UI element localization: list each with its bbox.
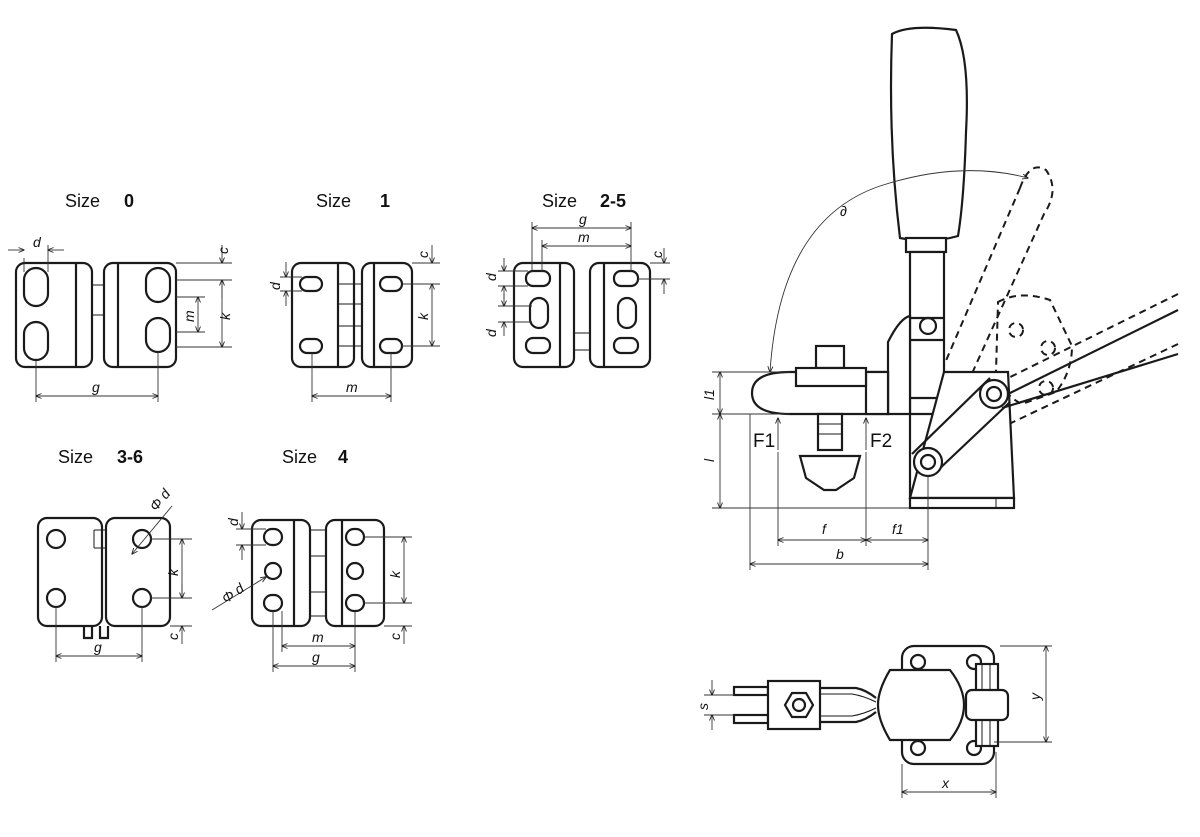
size-label-word: Size — [316, 191, 351, 211]
dim-g: g — [579, 211, 587, 227]
dim-f: f — [822, 521, 828, 537]
size-label-word: Size — [282, 447, 317, 467]
dim-l1: l1 — [701, 389, 717, 400]
dim-l: l — [701, 458, 717, 462]
dim-k: k — [165, 568, 181, 576]
clamp-side-view: F1 F2 ∂ l1 l f f1 b — [701, 26, 1179, 570]
base-plate-size-1: Size 1 d c k m — [267, 191, 440, 402]
dim-d: d — [267, 281, 283, 290]
size-label-number: 4 — [338, 447, 348, 467]
base-plate-size-0: Size 0 d c k m g — [8, 191, 233, 402]
dim-g: g — [92, 379, 100, 395]
dim-d: d — [225, 517, 241, 526]
dim-d: d — [483, 272, 499, 281]
force-f1: F1 — [753, 431, 775, 452]
base-plate-size-2-5: Size 2-5 g m c d — [483, 191, 670, 369]
dim-x: x — [941, 775, 950, 791]
size-label-number: 2-5 — [600, 191, 626, 211]
dim-k: k — [387, 570, 403, 578]
dim-c: c — [649, 251, 665, 258]
force-f2: F2 — [870, 431, 892, 452]
dim-k: k — [217, 312, 233, 320]
dim-c: c — [165, 633, 181, 640]
dim-c: c — [415, 251, 431, 258]
size-label-number: 3-6 — [117, 447, 143, 467]
dim-k: k — [415, 312, 431, 320]
dim-g: g — [94, 639, 102, 655]
dim-angle: ∂ — [840, 203, 847, 219]
dim-m: m — [312, 629, 324, 645]
clamp-top-view: s y x — [695, 644, 1052, 798]
dim-m: m — [578, 229, 590, 245]
dim-g: g — [312, 649, 320, 665]
dim-s: s — [695, 703, 711, 710]
dim-b: b — [836, 546, 844, 562]
dim-d: d — [33, 234, 42, 250]
dim-y: y — [1027, 692, 1043, 701]
dim-m: m — [181, 310, 197, 322]
size-label-number: 0 — [124, 191, 134, 211]
dim-phi-d: Φ d — [219, 579, 248, 606]
base-plate-size-3-6: Size 3-6 Φ d k c g — [36, 447, 192, 662]
size-label-word: Size — [542, 191, 577, 211]
size-label-word: Size — [65, 191, 100, 211]
dim-c: c — [215, 247, 231, 254]
base-plate-size-4: Size 4 d Φ d k c — [211, 447, 412, 672]
dim-f1: f1 — [892, 521, 904, 537]
dim-d-2: d — [483, 328, 499, 337]
dim-c: c — [387, 633, 403, 640]
size-label-number: 1 — [380, 191, 390, 211]
dim-m: m — [346, 379, 358, 395]
dim-phi-d: Φ d — [146, 485, 174, 514]
size-label-word: Size — [58, 447, 93, 467]
